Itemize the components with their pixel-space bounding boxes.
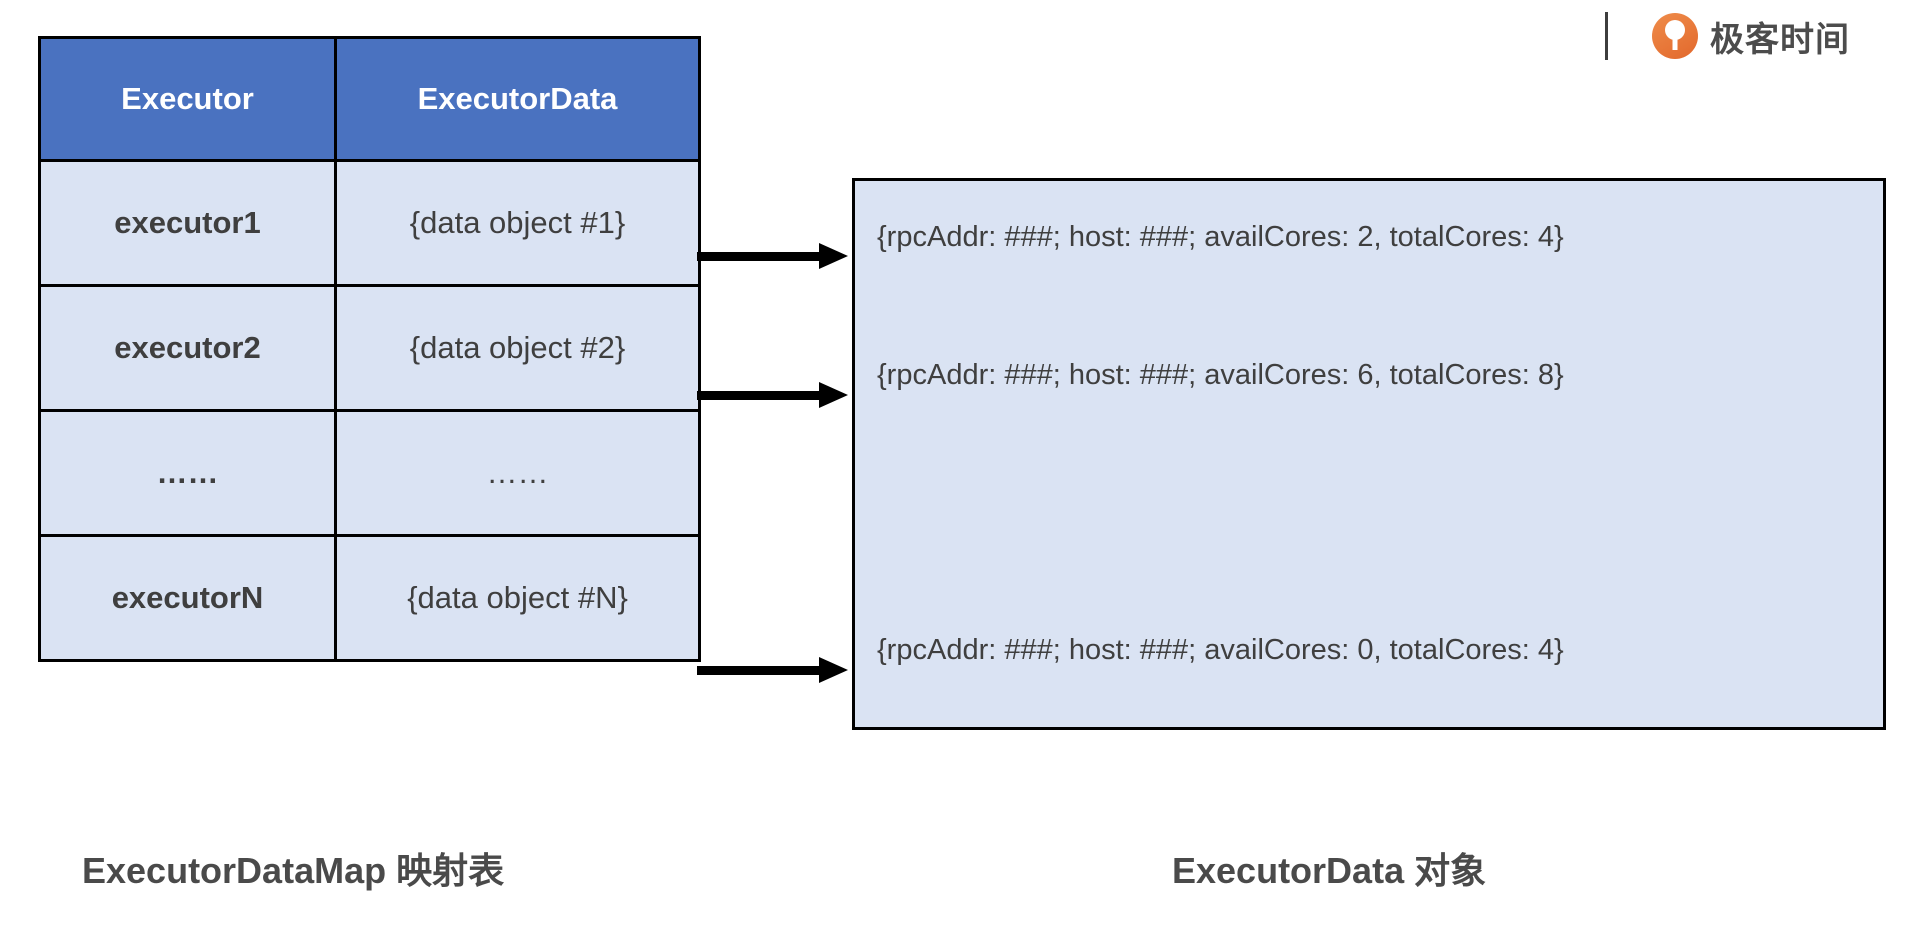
executor-data-object-box: {rpcAddr: ###; host: ###; availCores: 2,… — [852, 178, 1886, 730]
table-header-row: Executor ExecutorData — [38, 36, 701, 162]
cell-executor-key: executor2 — [38, 284, 337, 412]
object-line: {rpcAddr: ###; host: ###; availCores: 0,… — [877, 634, 1564, 666]
table-row: executor1 {data object #1} — [38, 159, 701, 287]
arrow-to-object-1 — [697, 243, 849, 269]
cell-executor-value: {data object #N} — [334, 534, 701, 662]
object-line: {rpcAddr: ###; host: ###; availCores: 2,… — [877, 221, 1564, 253]
cell-executor-key-ellipsis: …… — [38, 409, 337, 537]
arrow-head-icon — [819, 382, 848, 408]
geektime-logo-icon — [1652, 13, 1698, 59]
table-row: …… …… — [38, 409, 701, 537]
arrow-shaft — [697, 666, 823, 675]
cell-executor-key: executorN — [38, 534, 337, 662]
cell-executor-value: {data object #1} — [334, 159, 701, 287]
logo-tail — [1672, 29, 1678, 50]
object-line: {rpcAddr: ###; host: ###; availCores: 6,… — [877, 359, 1564, 391]
column-header-executor: Executor — [38, 36, 337, 162]
brand-divider — [1605, 12, 1608, 60]
brand-logo: 极客时间 — [1605, 0, 1920, 72]
cell-executor-value: {data object #2} — [334, 284, 701, 412]
arrow-head-icon — [819, 243, 848, 269]
executor-data-map-table: Executor ExecutorData executor1 {data ob… — [38, 36, 701, 662]
table-row: executor2 {data object #2} — [38, 284, 701, 412]
caption-object: ExecutorData 对象 — [1172, 850, 1487, 891]
table-row: executorN {data object #N} — [38, 534, 701, 662]
caption-map-table: ExecutorDataMap 映射表 — [82, 850, 505, 891]
arrow-head-icon — [819, 657, 848, 683]
cell-executor-value-ellipsis: …… — [334, 409, 701, 537]
arrow-to-object-3 — [697, 657, 849, 683]
arrow-to-object-2 — [697, 382, 849, 408]
cell-executor-key: executor1 — [38, 159, 337, 287]
arrow-shaft — [697, 391, 823, 400]
column-header-executordata: ExecutorData — [334, 36, 701, 162]
arrow-shaft — [697, 252, 823, 261]
brand-name: 极客时间 — [1710, 20, 1850, 59]
